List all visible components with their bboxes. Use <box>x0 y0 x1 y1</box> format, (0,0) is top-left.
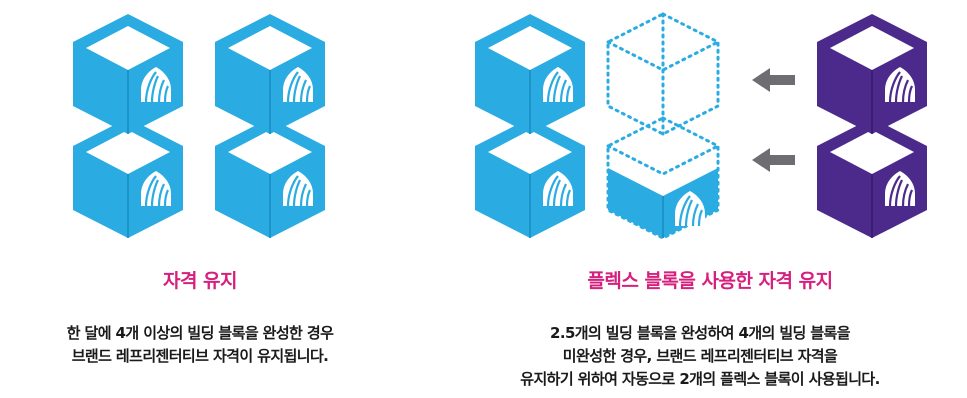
description-line: 한 달에 4개 이상의 빌딩 블록을 완성한 경우 <box>66 324 334 342</box>
nu-skin-logo-cube-icon <box>215 14 325 134</box>
left-block-group <box>73 14 325 238</box>
left-panel-title: 자격 유지 <box>162 270 238 292</box>
nu-skin-logo-cube-icon <box>817 118 927 238</box>
nu-skin-logo-cube-icon <box>817 14 927 134</box>
description-line: 미완성한 경우, 브랜드 레프리젠터티브 자격을 <box>562 347 838 365</box>
nu-skin-logo-cube-icon <box>215 118 325 238</box>
description-line: 2.5개의 빌딩 블록을 완성하여 4개의 빌딩 블록을 <box>550 324 851 342</box>
nu-skin-logo-cube-icon <box>475 118 585 238</box>
nu-skin-logo-cube-icon <box>73 14 183 134</box>
nu-skin-logo-cube-icon <box>73 118 183 238</box>
left-panel-description: 한 달에 4개 이상의 빌딩 블록을 완성한 경우 브랜드 레프리젠터티브 자격… <box>0 322 400 368</box>
arrow-left-icon <box>752 148 795 172</box>
right-panel-description: 2.5개의 빌딩 블록을 완성하여 4개의 빌딩 블록을 미완성한 경우, 브랜… <box>440 322 960 391</box>
nu-skin-logo-cube-icon <box>475 14 585 134</box>
right-block-group <box>475 12 927 240</box>
building-blocks-illustration <box>0 12 967 240</box>
description-line: 브랜드 레프리젠터티브 자격이 유지됩니다. <box>71 347 329 365</box>
arrow-left-icon <box>752 68 795 92</box>
half-completed-block <box>608 168 718 238</box>
description-line: 유지하기 위하여 자동으로 2개의 플렉스 블록이 사용됩니다. <box>520 370 880 388</box>
right-panel-title: 플렉스 블록을 사용한 자격 유지 <box>587 270 833 292</box>
dotted-block-outline <box>606 12 720 240</box>
